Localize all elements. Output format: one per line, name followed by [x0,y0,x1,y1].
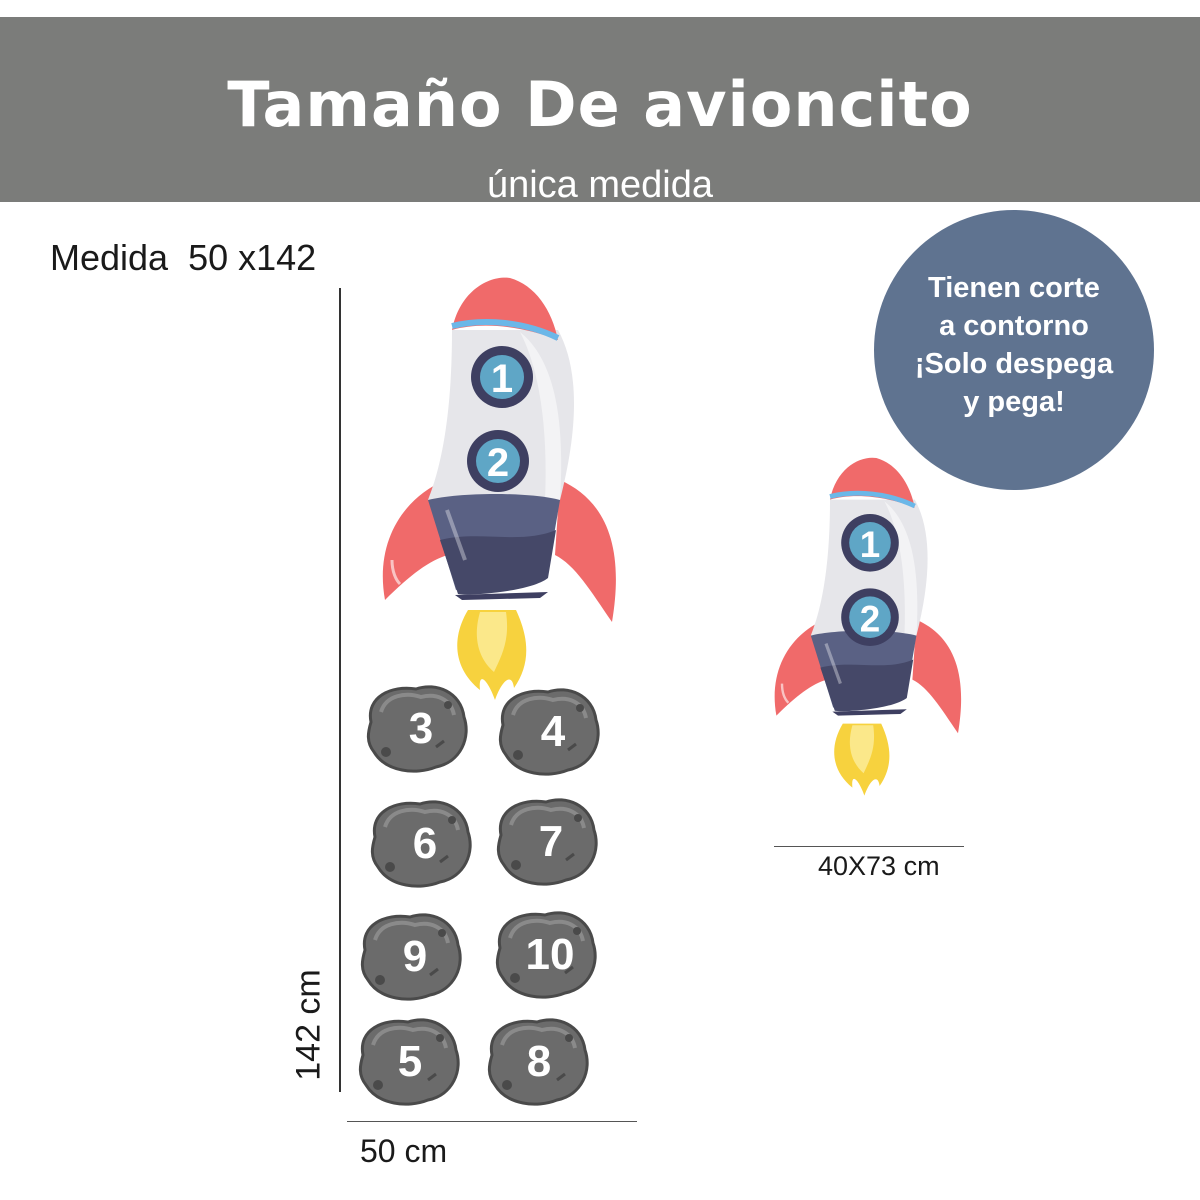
height-dimension-line [339,288,341,1092]
asteroid-3-number: 3 [409,704,433,753]
badge-line-4: y pega! [963,386,1065,418]
page-subtitle: única medida [486,164,714,206]
big-rocket-window-2: 2 [467,430,529,492]
small-rocket-window-1-number: 1 [860,524,880,565]
big-rocket-window-1: 1 [471,346,533,408]
page-title: Tamaño De avioncito [227,68,973,141]
asteroid-9: 9 [360,912,463,1002]
big-rocket-window-1-number: 1 [491,357,513,401]
asteroid-9-number: 9 [403,932,427,981]
width-dimension-line [347,1121,637,1122]
badge-line-3: ¡Solo despega [914,348,1114,380]
badge-line-2: a contorno [939,310,1089,342]
measure-label: Medida 50 x142 [50,237,317,278]
big-rocket: 1 2 [383,278,616,700]
width-label: 50 cm [360,1133,448,1169]
asteroid-10-number: 10 [526,930,575,979]
asteroid-8-number: 8 [527,1037,551,1086]
small-rocket-window-2: 2 [841,588,899,646]
asteroid-4: 4 [498,687,601,777]
info-badge: Tienen corte a contorno ¡Solo despega y … [874,210,1154,490]
small-rocket-window-2-number: 2 [860,599,880,640]
asteroid-10: 10 [495,910,598,1000]
asteroid-5: 5 [358,1017,461,1107]
badge-text: Tienen corte a contorno ¡Solo despega y … [915,269,1113,421]
asteroid-6-number: 6 [413,819,437,868]
asteroid-4-number: 4 [541,707,566,756]
asteroid-3: 3 [366,684,469,774]
badge-line-1: Tienen corte [928,272,1100,304]
asteroid-6: 6 [370,799,473,889]
asteroid-8: 8 [487,1017,590,1107]
asteroid-7-number: 7 [539,817,563,866]
small-rocket-window-1: 1 [841,514,899,572]
asteroid-7: 7 [496,797,599,887]
small-rocket-size-label: 40X73 cm [818,851,940,881]
header-banner: Tamaño De avioncito única medida [0,17,1200,206]
small-rocket-dimension-line [774,846,964,847]
big-rocket-window-2-number: 2 [487,441,509,485]
small-rocket: 1 2 [775,458,961,796]
asteroid-5-number: 5 [398,1037,422,1086]
